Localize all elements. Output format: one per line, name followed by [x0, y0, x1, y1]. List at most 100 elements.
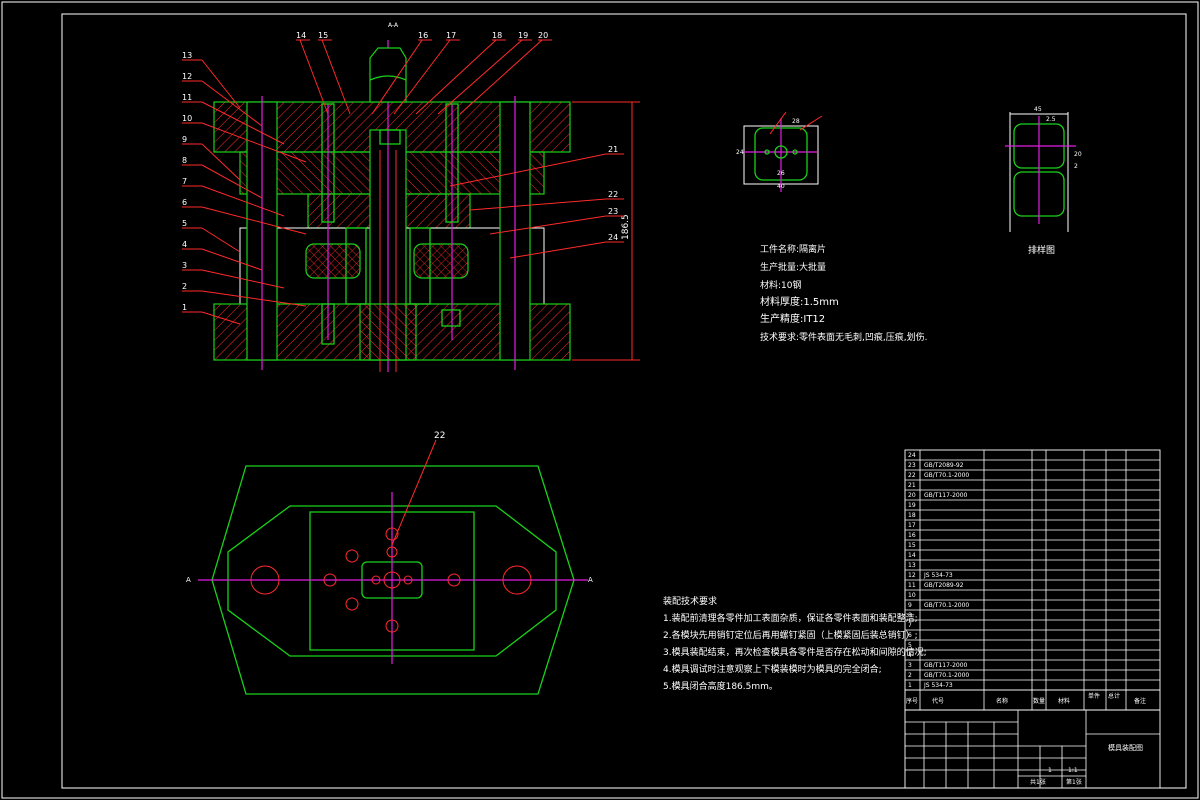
- title-block: [904, 709, 1161, 789]
- part-dim-2: 40: [777, 183, 785, 190]
- scale-value-1: 1: [1048, 767, 1052, 774]
- overall-height-dimension: 186.5: [621, 214, 631, 240]
- callout-label-10: 10: [182, 114, 192, 123]
- sheet-count: 共1张: [1030, 778, 1046, 786]
- bom-row-standard: GB/T2089-92: [924, 462, 964, 469]
- plan-view: 22 A A: [186, 431, 593, 695]
- callout-label-18: 18: [492, 31, 502, 40]
- section-view: A-A: [182, 22, 640, 372]
- callout-label-7: 7: [182, 177, 187, 186]
- plan-callout-22: 22: [434, 431, 445, 441]
- bom-row-number: 2: [908, 672, 912, 679]
- callout-label-16: 16: [418, 31, 428, 40]
- callout-label-17: 17: [446, 31, 456, 40]
- workpiece-info-line-4: 材料厚度:1.5mm: [760, 295, 839, 308]
- workpiece-info-line-3: 材料:10钢: [760, 279, 802, 291]
- callout-label-14: 14: [296, 31, 306, 40]
- rubber-left: [305, 243, 361, 279]
- strip-dim-4: 2: [1074, 163, 1078, 170]
- callout-label-6: 6: [182, 198, 187, 207]
- part-dim-3: 24: [736, 149, 744, 156]
- bom-header-qty: 数量: [1033, 697, 1045, 705]
- strip-dim-3: 20: [1074, 151, 1082, 158]
- bom-row-number: 21: [908, 482, 916, 489]
- strip-layout-caption: 排样图: [1028, 244, 1055, 256]
- callout-label-21: 21: [608, 145, 618, 154]
- sheet-number: 第1张: [1066, 778, 1082, 786]
- bom-row-number: 24: [908, 452, 916, 459]
- bom-row-number: 13: [908, 562, 916, 569]
- callout-label-19: 19: [518, 31, 528, 40]
- bom-row-standard: GB/T2089-92: [924, 582, 964, 589]
- workpiece-info-line-6: 技术要求:零件表面无毛刺,凹痕,压痕,划伤.: [760, 331, 927, 343]
- workpiece-info-line-1: 工件名称:隔离片: [760, 243, 826, 255]
- bom-header-name: 名称: [996, 697, 1008, 705]
- bom-header-code: 代号: [932, 697, 944, 705]
- bom-row-number: 3: [908, 662, 912, 669]
- bom-row-number: 9: [908, 602, 912, 609]
- callout-label-15: 15: [318, 31, 328, 40]
- shank: [369, 47, 407, 103]
- callout-label-20: 20: [538, 31, 548, 40]
- bom-row-number: 8: [908, 612, 912, 619]
- callout-label-1: 1: [182, 303, 187, 312]
- callout-label-13: 13: [182, 51, 192, 60]
- bom-header-row: 序号 代号 名称 数量 材料 单件 总计 备注: [906, 692, 1146, 705]
- assembly-requirements-title: 装配技术要求: [663, 595, 717, 607]
- callout-label-11: 11: [182, 93, 192, 102]
- part-sketch: 26 40 24 28: [736, 111, 823, 192]
- bom-row-number: 23: [908, 462, 916, 469]
- bom-row-standard: JS 534-73: [923, 572, 953, 579]
- workpiece-info-line-2: 生产批量:大批量: [760, 261, 826, 273]
- bom-row-number: 5: [908, 642, 912, 649]
- bom-row-number: 7: [908, 622, 912, 629]
- assembly-requirement-5: 5.模具闭合高度186.5mm。: [663, 680, 778, 692]
- strip-dim-2: 2.5: [1046, 116, 1056, 123]
- scale-value-2: 1:1: [1068, 767, 1078, 774]
- inner-frame: [61, 13, 1187, 789]
- rubber-right: [413, 243, 469, 279]
- bom-header-material: 材料: [1058, 697, 1070, 705]
- bom-row-number: 6: [908, 632, 912, 639]
- callouts-right: 21 22 23 24: [449, 145, 624, 259]
- callout-label-12: 12: [182, 72, 192, 81]
- callout-label-24: 24: [608, 233, 618, 242]
- assembly-requirement-3: 3.模具装配结束，再次检查模具各零件是否存在松动和间隙的情况;: [663, 646, 927, 658]
- callout-label-5: 5: [182, 219, 187, 228]
- strip-dim-1: 45: [1034, 106, 1042, 113]
- bom-row-number: 16: [908, 532, 916, 539]
- workpiece-info: 工件名称:隔离片 生产批量:大批量 材料:10钢 材料厚度:1.5mm 生产精度…: [760, 243, 927, 343]
- callout-label-22: 22: [608, 190, 618, 199]
- bom-row-number: 1: [908, 682, 912, 689]
- bom-header-no: 序号: [906, 697, 918, 705]
- bom-row-standard: GB/T70.1-2000: [924, 472, 969, 479]
- bom-row-number: 4: [908, 652, 912, 659]
- bom-row-number: 22: [908, 472, 916, 479]
- bom-row-standard: GB/T117-2000: [924, 662, 968, 669]
- assembly-requirement-1: 1.装配前清理各零件加工表面杂质，保证各零件表面和装配整洁;: [663, 612, 918, 624]
- bom-row-number: 12: [908, 572, 916, 579]
- part-dim-1: 26: [777, 170, 785, 177]
- bom-row-standard: GB/T117-2000: [924, 492, 968, 499]
- strip-layout: 45 2.5 20 2 排样图: [1005, 106, 1082, 256]
- assembly-requirement-2: 2.各模块先用销钉定位后再用螺钉紧固（上模紧固后装总销钉）;: [663, 629, 918, 641]
- drawing-name: 模具装配图: [1108, 743, 1143, 752]
- plan-section-mark-left: A: [186, 576, 191, 584]
- callouts-top: 14 15 16 17 18 19 20: [296, 31, 552, 115]
- callout-label-23: 23: [608, 207, 618, 216]
- callout-label-4: 4: [182, 240, 187, 249]
- bom-row-number: 18: [908, 512, 916, 519]
- bom-row-number: 15: [908, 542, 916, 549]
- callout-label-8: 8: [182, 156, 187, 165]
- bom-row-number: 14: [908, 552, 916, 559]
- plan-section-mark-right: A: [588, 576, 593, 584]
- section-label: A-A: [388, 22, 399, 29]
- workpiece-info-line-5: 生产精度:IT12: [760, 312, 825, 325]
- bom-row-number: 19: [908, 502, 916, 509]
- bom-row-number: 10: [908, 592, 916, 599]
- bom-row-number: 17: [908, 522, 916, 529]
- callout-label-2: 2: [182, 282, 187, 291]
